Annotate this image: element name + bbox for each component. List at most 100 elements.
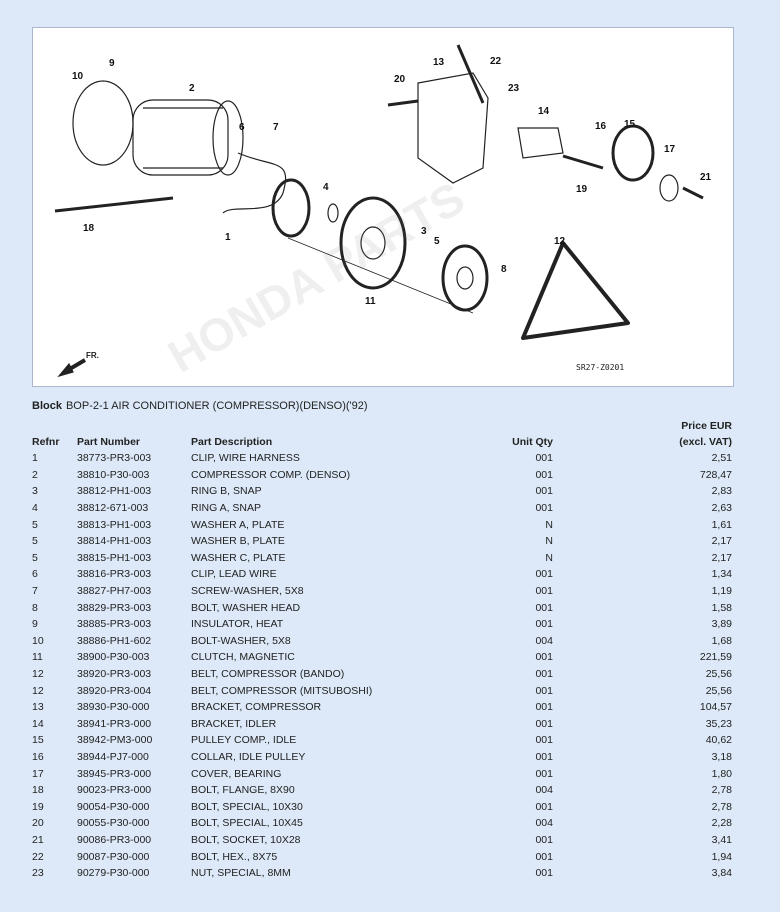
table-header: Refnr Part Number Part Description Unit … bbox=[32, 418, 732, 450]
callout-22: 22 bbox=[490, 56, 502, 67]
cell-refnr: 18 bbox=[32, 784, 44, 797]
cell-price: 2,83 bbox=[711, 485, 732, 498]
callout-7: 7 bbox=[273, 122, 279, 133]
header-price: Price EUR(excl. VAT) bbox=[553, 418, 732, 450]
cell-price: 1,80 bbox=[711, 767, 732, 780]
cell-refnr: 11 bbox=[32, 651, 43, 664]
cell-unit-qty: 001 bbox=[535, 867, 553, 880]
cell-part-number: 38885-PR3-003 bbox=[77, 618, 152, 631]
cell-price: 2,17 bbox=[711, 535, 732, 548]
cell-part-number: 38930-P30-000 bbox=[77, 701, 150, 714]
callout-13: 13 bbox=[433, 57, 445, 68]
cell-refnr: 2 bbox=[32, 468, 38, 481]
callout-5: 5 bbox=[434, 236, 440, 247]
cell-price: 1,58 bbox=[711, 601, 732, 614]
cell-price: 25,56 bbox=[705, 684, 732, 697]
cell-description: BOLT-WASHER, 5X8 bbox=[191, 634, 291, 647]
cell-refnr: 7 bbox=[32, 585, 38, 598]
cell-description: BOLT, SOCKET, 10X28 bbox=[191, 833, 301, 846]
cell-price: 40,62 bbox=[705, 734, 732, 747]
cell-price: 1,68 bbox=[711, 634, 732, 647]
cell-price: 2,51 bbox=[711, 452, 732, 465]
cell-price: 221,59 bbox=[699, 651, 732, 664]
cell-price: 25,56 bbox=[705, 668, 732, 681]
cell-description: RING B, SNAP bbox=[191, 485, 262, 498]
cell-unit-qty: 001 bbox=[535, 601, 553, 614]
cell-description: CLUTCH, MAGNETIC bbox=[191, 651, 295, 664]
cell-unit-qty: 001 bbox=[535, 684, 553, 697]
cell-refnr: 12 bbox=[32, 668, 44, 681]
cell-unit-qty: 001 bbox=[535, 734, 553, 747]
cell-description: INSULATOR, HEAT bbox=[191, 618, 284, 631]
callout-19: 19 bbox=[576, 184, 588, 195]
cell-part-number: 38813-PH1-003 bbox=[77, 518, 152, 531]
cell-part-number: 90055-P30-000 bbox=[77, 817, 150, 830]
callout-3: 3 bbox=[421, 226, 427, 237]
cell-price: 2,78 bbox=[711, 800, 732, 813]
cell-unit-qty: 001 bbox=[535, 750, 553, 763]
cell-description: WASHER B, PLATE bbox=[191, 535, 285, 548]
clutch-pulley-part bbox=[339, 196, 407, 290]
cell-price: 3,18 bbox=[711, 750, 732, 763]
coil-part bbox=[271, 178, 311, 238]
cell-refnr: 13 bbox=[32, 701, 44, 714]
callout-11: 11 bbox=[365, 296, 376, 307]
cell-part-number: 38773-PR3-003 bbox=[77, 452, 152, 465]
cell-price: 1,61 bbox=[711, 518, 732, 531]
cell-description: BOLT, FLANGE, 8X90 bbox=[191, 784, 295, 797]
cell-description: COLLAR, IDLE PULLEY bbox=[191, 750, 306, 763]
callout-12: 12 bbox=[554, 236, 566, 247]
cell-refnr: 19 bbox=[32, 800, 44, 813]
cell-part-number: 38900-P30-003 bbox=[77, 651, 150, 664]
cell-unit-qty: 001 bbox=[535, 668, 553, 681]
cell-refnr: 10 bbox=[32, 634, 44, 647]
cell-refnr: 4 bbox=[32, 502, 38, 515]
cell-price: 3,89 bbox=[711, 618, 732, 631]
header-description: Part Description bbox=[191, 436, 273, 448]
cell-description: SCREW-WASHER, 5X8 bbox=[191, 585, 304, 598]
callout-2: 2 bbox=[189, 83, 195, 94]
cell-unit-qty: 001 bbox=[535, 651, 553, 664]
cell-description: BELT, COMPRESSOR (MITSUBOSHI) bbox=[191, 684, 373, 697]
cell-refnr: 9 bbox=[32, 618, 38, 631]
cell-price: 2,78 bbox=[711, 784, 732, 797]
cell-part-number: 90023-PR3-000 bbox=[77, 784, 152, 797]
callout-18: 18 bbox=[83, 223, 95, 234]
cell-unit-qty: 001 bbox=[535, 800, 553, 813]
cell-description: BRACKET, COMPRESSOR bbox=[191, 701, 322, 714]
cell-price: 35,23 bbox=[705, 717, 732, 730]
belt-part bbox=[521, 241, 630, 340]
cell-description: WASHER C, PLATE bbox=[191, 551, 286, 564]
cell-refnr: 12 bbox=[32, 684, 44, 697]
callout-9: 9 bbox=[109, 58, 115, 69]
cell-unit-qty: 004 bbox=[535, 634, 553, 647]
cell-part-number: 38815-PH1-003 bbox=[77, 551, 152, 564]
callout-17: 17 bbox=[664, 144, 676, 155]
cell-part-number: 90279-P30-000 bbox=[77, 867, 150, 880]
cell-refnr: 22 bbox=[32, 850, 44, 863]
header-price-line1: Price EUR bbox=[681, 420, 732, 432]
callout-4: 4 bbox=[323, 182, 329, 193]
cell-part-number: 38941-PR3-000 bbox=[77, 717, 152, 730]
cell-description: PULLEY COMP., IDLE bbox=[191, 734, 297, 747]
cell-part-number: 38944-PJ7-000 bbox=[77, 750, 149, 763]
block-value: BOP-2-1 AIR CONDITIONER (COMPRESSOR)(DEN… bbox=[65, 400, 368, 412]
cell-part-number: 38812-PH1-003 bbox=[77, 485, 152, 498]
cell-description: CLIP, LEAD WIRE bbox=[191, 568, 277, 581]
cell-price: 1,94 bbox=[711, 850, 732, 863]
cell-part-number: 90054-P30-000 bbox=[77, 800, 150, 813]
cell-description: BRACKET, IDLER bbox=[191, 717, 277, 730]
callout-15: 15 bbox=[624, 119, 636, 130]
